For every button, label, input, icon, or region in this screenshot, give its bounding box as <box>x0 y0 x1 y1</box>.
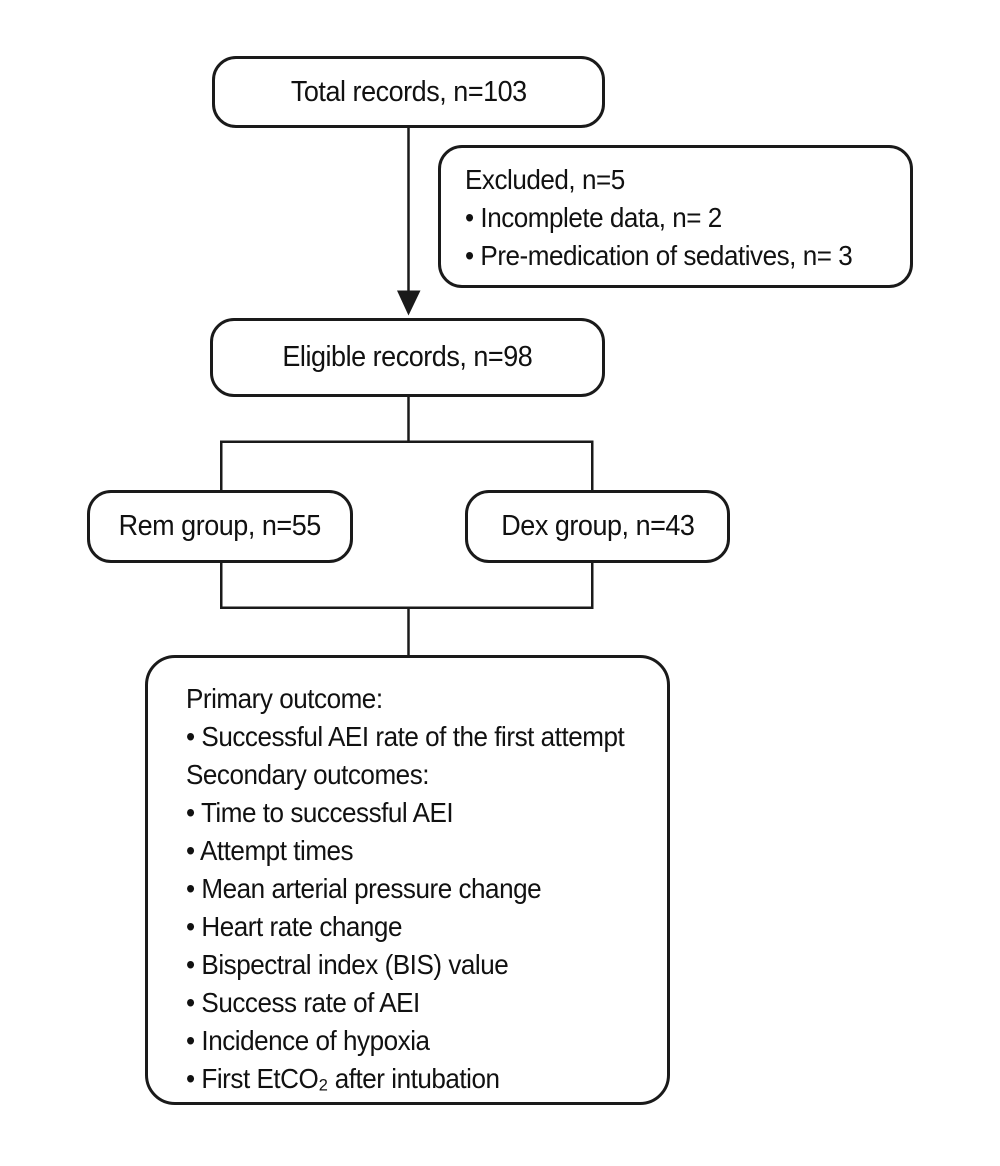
excluded-title: Excluded, n=5 <box>465 164 625 195</box>
arrowhead-down-icon <box>397 290 421 316</box>
list-item: • Incomplete data, n= 2 <box>465 202 722 233</box>
dex-group-label: Dex group, n=43 <box>500 510 695 542</box>
eligible-records-label: Eligible records, n=98 <box>282 341 533 373</box>
outcomes-lines: Primary outcome: • Successful AEI rate of… <box>186 680 653 1098</box>
dex-group-box: Dex group, n=43 <box>465 490 730 563</box>
list-item: • Bispectral index (BIS) value <box>186 949 509 980</box>
outcomes-box: Primary outcome: • Successful AEI rate of… <box>145 655 670 1105</box>
rem-group-label: Rem group, n=55 <box>118 510 322 542</box>
list-item: • Successful AEI rate of the first attem… <box>186 721 625 752</box>
total-records-label: Total records, n=103 <box>290 75 527 108</box>
total-records-box: Total records, n=103 <box>212 56 605 128</box>
eligible-records-box: Eligible records, n=98 <box>210 318 605 397</box>
list-item: • Success rate of AEI <box>186 987 420 1018</box>
excluded-box: Excluded, n=5 • Incomplete data, n= 2 • P… <box>438 145 913 288</box>
list-item: • Incidence of hypoxia <box>186 1025 430 1056</box>
list-item: • First EtCO₂ after intubation <box>186 1063 500 1094</box>
rem-group-box: Rem group, n=55 <box>87 490 353 563</box>
list-item: • Pre-medication of sedatives, n= 3 <box>465 240 853 271</box>
list-item: • Heart rate change <box>186 911 402 942</box>
list-item: • Mean arterial pressure change <box>186 873 542 904</box>
list-item: • Attempt times <box>186 835 354 866</box>
excluded-items: • Incomplete data, n= 2 • Pre-medication … <box>465 199 890 275</box>
list-item: Primary outcome: <box>186 683 383 714</box>
list-item: Secondary outcomes: <box>186 759 430 790</box>
list-item: • Time to successful AEI <box>186 797 454 828</box>
